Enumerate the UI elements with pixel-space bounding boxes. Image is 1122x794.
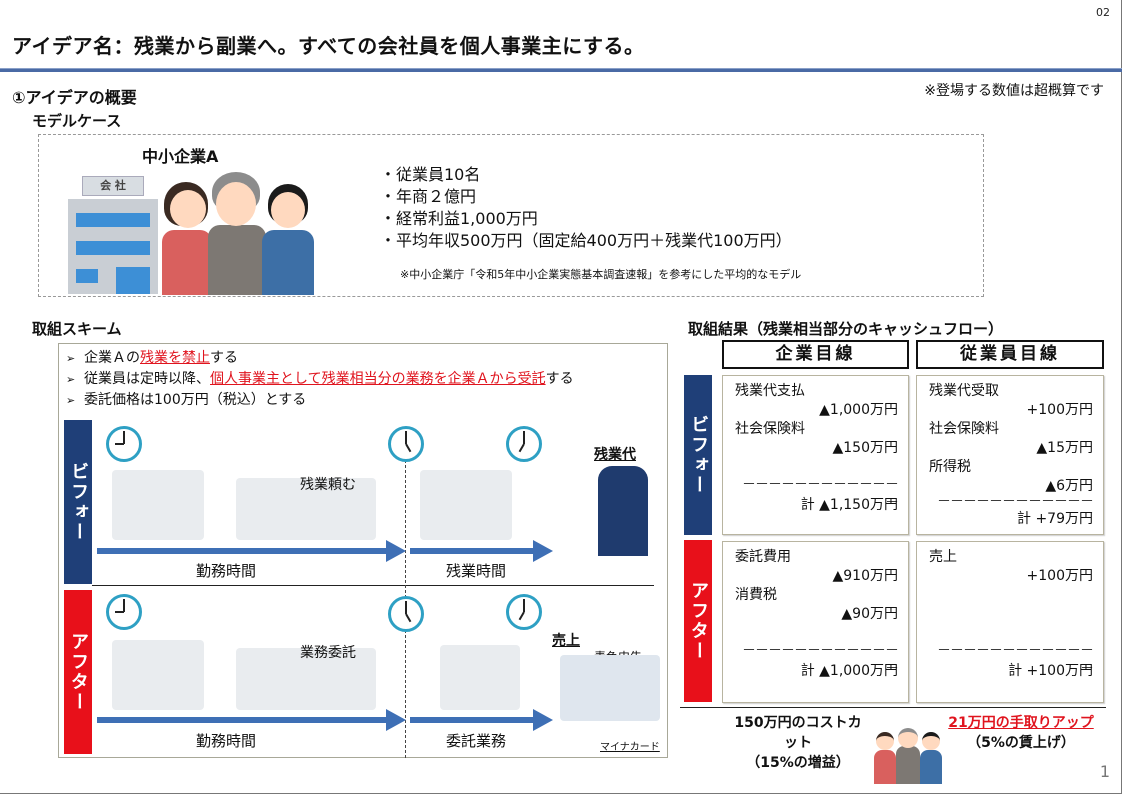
clock-icon-5 <box>388 426 424 462</box>
company-facts: ・従業員10名 ・年商２億円 ・経常利益1,000万円 ・平均年収500万円（固… <box>380 164 792 252</box>
slide-number-top: 02 <box>1096 6 1110 19</box>
model-case-box <box>38 134 984 297</box>
fact-employees: ・従業員10名 <box>380 165 481 184</box>
label-work-hours: 勤務時間 <box>196 732 257 750</box>
results-divider <box>680 707 1106 708</box>
busy-worker-illustration <box>112 470 204 540</box>
busy-worker-illustration <box>112 640 204 710</box>
timeline-work-hours <box>97 717 387 723</box>
cell-before-employee: 残業代受取 +100万円 社会保険料 ▲15万円 所得税 ▲6万円 －－－－－－… <box>916 375 1104 535</box>
lane-divider <box>92 585 654 586</box>
label-work-hours: 勤務時間 <box>196 562 257 580</box>
model-case-title: モデルケース <box>32 112 122 130</box>
cell-before-company: 残業代支払 ▲1,000万円 社会保険料 ▲150万円 －－－－－－－－－－－－… <box>722 375 909 535</box>
lane-label-before: ビフォー <box>64 420 92 584</box>
arrow-bullet-icon: ➢ <box>66 394 76 407</box>
fact-salary: ・平均年収500万円（固定給400万円＋残業代100万円） <box>380 231 792 250</box>
timeline-outsourced-work <box>410 717 534 723</box>
total-value: 計 +79万円 <box>1017 511 1093 527</box>
slide-number-bottom: 1 <box>1099 762 1110 781</box>
title-divider <box>0 68 1122 72</box>
timeline-overtime <box>410 548 534 554</box>
caption-outsource: 業務委託 <box>300 645 356 661</box>
results-row-label-after: アフター <box>684 540 712 702</box>
caption-sales: 売上 <box>552 633 580 649</box>
timeline-work-hours <box>97 548 387 554</box>
scheme-box <box>58 343 668 758</box>
column-header-employee: 従業員目線 <box>916 340 1104 369</box>
label-outsourced-work: 委託業務 <box>446 732 507 750</box>
total-value: 計 ▲1,000万円 <box>800 663 898 679</box>
tax-filing-illustration <box>560 655 660 721</box>
lane-label-after: アフター <box>64 590 92 754</box>
celebrating-employees-illustration <box>866 726 948 784</box>
summary-company: 150万円のコストカット （15%の増益） <box>734 715 862 771</box>
total-value: 計 +100万円 <box>1008 663 1093 679</box>
section-title: ①アイデアの概要 <box>12 88 137 107</box>
employees-illustration <box>140 170 340 295</box>
label-overtime-hours: 残業時間 <box>446 562 507 580</box>
bullet-item: ➢委託価格は100万円（税込）とする <box>66 390 574 411</box>
cell-after-company: 委託費用 ▲910万円 消費税 ▲90万円 －－－－－－－－－－－－－ 計 ▲1… <box>722 541 909 703</box>
clock-icon-7 <box>506 426 542 462</box>
scheme-title: 取組スキーム <box>32 320 122 338</box>
page-title: アイデア名：残業から副業へ。すべての会社員を個人事業主にする。 <box>12 34 645 58</box>
timeline-arrowhead-icon <box>533 709 553 731</box>
overtime-worker-illustration <box>420 470 512 540</box>
caption-my-number-card: マイナカード <box>600 742 660 753</box>
source-note: ※中小企業庁「令和5年中小企業実態基本調査速報」を参考にした平均的なモデル <box>400 268 802 281</box>
caption-overtime-request: 残業頼む <box>300 477 356 493</box>
bullet-item: ➢従業員は定時以降、個人事業主として残業相当分の業務を企業Ａから受託する <box>66 369 574 390</box>
summary-employee: 21万円の手取りアップ （5%の賃上げ） <box>948 715 1094 751</box>
column-header-company: 企業目線 <box>722 340 909 369</box>
arrow-bullet-icon: ➢ <box>66 352 76 365</box>
timeline-arrowhead-icon <box>386 540 406 562</box>
results-row-label-before: ビフォー <box>684 375 712 535</box>
office-building-icon <box>68 199 158 294</box>
fact-profit: ・経常利益1,000万円 <box>380 209 538 228</box>
results-title: 取組結果（残業相当部分のキャッシュフロー） <box>688 320 1004 338</box>
estimate-note: ※登場する数値は超概算です <box>924 83 1104 99</box>
company-name: 中小企業A <box>142 147 219 166</box>
timeline-arrowhead-icon <box>533 540 553 562</box>
clock-icon-5 <box>388 596 424 632</box>
total-value: 計 ▲1,150万円 <box>800 497 898 513</box>
cell-after-employee: 売上 +100万円 －－－－－－－－－－－－－ 計 +100万円 <box>916 541 1104 703</box>
paid-worker-illustration <box>598 466 648 556</box>
timeline-arrowhead-icon <box>386 709 406 731</box>
boss-request-illustration <box>236 478 376 540</box>
caption-overtime-pay: 残業代 <box>594 447 636 463</box>
company-sign: 会 社 <box>82 176 144 196</box>
bullet-item: ➢企業Ａの残業を禁止する <box>66 348 574 369</box>
scheme-bullets: ➢企業Ａの残業を禁止する ➢従業員は定時以降、個人事業主として残業相当分の業務を… <box>66 348 574 411</box>
arrow-bullet-icon: ➢ <box>66 373 76 386</box>
freelance-worker-illustration <box>440 645 520 710</box>
fact-revenue: ・年商２億円 <box>380 187 477 206</box>
boss-outsource-illustration <box>236 648 376 710</box>
clock-icon-9 <box>106 426 142 462</box>
clock-icon-7 <box>506 594 542 630</box>
clock-icon-9 <box>106 594 142 630</box>
